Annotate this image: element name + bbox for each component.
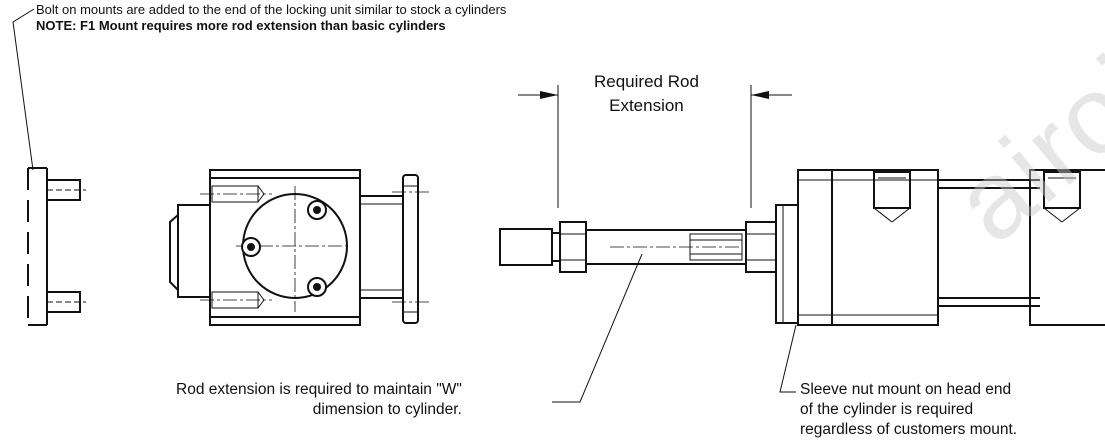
mount-plate-side-view xyxy=(27,167,86,326)
cylinder-body xyxy=(797,169,1105,326)
rod-assembly xyxy=(499,204,799,324)
sleeve-nut-leader xyxy=(779,324,797,393)
top-note-leader xyxy=(12,8,35,171)
rod-extension-leader xyxy=(552,253,643,403)
locking-unit-view xyxy=(169,169,432,326)
rod-extension-dimension xyxy=(518,85,792,208)
mount-note: Bolt on mounts are added to the end of t… xyxy=(36,2,507,17)
f1-mount-note: NOTE: F1 Mount requires more rod extensi… xyxy=(36,18,446,33)
sleeve-nut-callout: Sleeve nut mount on head end of the cyli… xyxy=(800,381,1018,438)
rod-extension-callout: Rod extension is required to maintain "W… xyxy=(176,381,462,418)
required-rod-extension-label: Required Rod Extension xyxy=(594,72,699,115)
